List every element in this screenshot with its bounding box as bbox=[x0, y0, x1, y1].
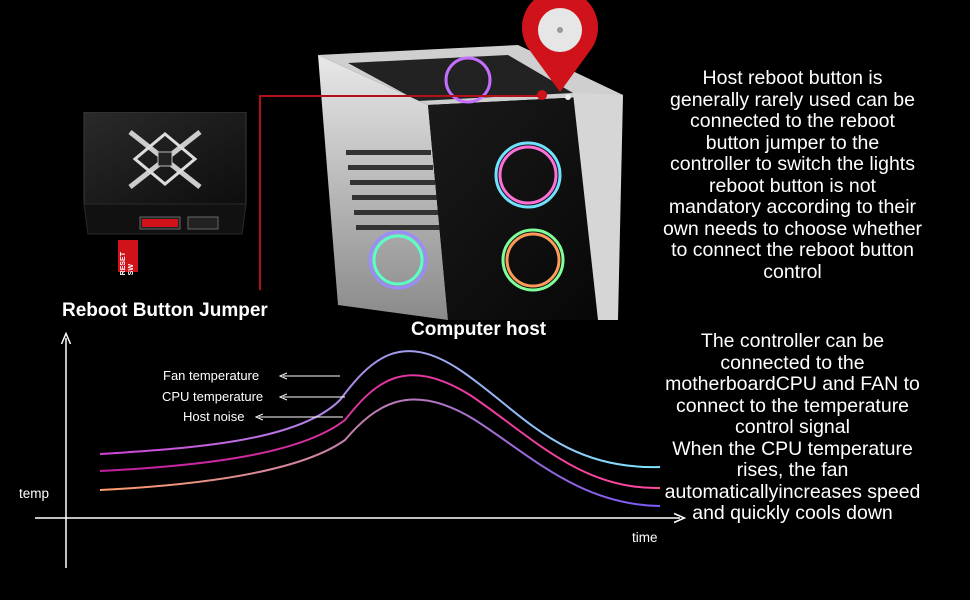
temp-caption-line: The controller can be bbox=[700, 330, 885, 352]
reboot-caption-line: button jumper to the bbox=[705, 131, 880, 154]
reboot-caption-line: mandatory according to their bbox=[668, 196, 917, 218]
location-pin-icon bbox=[510, 0, 610, 92]
temp-caption-line: connect to the temperature bbox=[675, 394, 910, 417]
temp-caption-line: control signal bbox=[735, 416, 850, 438]
legend-host-noise: Host noise bbox=[183, 409, 245, 424]
reboot-caption-line: generally rarely used can be bbox=[670, 88, 915, 111]
reboot-caption: Host reboot button is generally rarely u… bbox=[630, 67, 955, 283]
reboot-caption-line: Host reboot button is bbox=[702, 67, 883, 89]
legend-fan-temperature: Fan temperature bbox=[163, 368, 260, 383]
reboot-caption-line: controller to switch the lights bbox=[670, 153, 915, 175]
temp-caption-line: rises, the fan bbox=[736, 459, 849, 481]
series-line-cpu bbox=[99, 374, 661, 490]
reboot-caption-line: control bbox=[763, 260, 822, 283]
temperature-caption: The controller can be connected to the m… bbox=[630, 330, 955, 525]
reboot-caption-line: own needs to choose whether bbox=[662, 217, 923, 240]
legend-cpu-temperature: CPU temperature bbox=[162, 389, 264, 404]
temp-caption-line: When the CPU temperature bbox=[672, 437, 913, 460]
controller-device: RESET SW bbox=[70, 111, 260, 275]
x-axis-label: time bbox=[632, 530, 658, 545]
reboot-caption-line: to connect the reboot button bbox=[671, 239, 914, 261]
temp-caption-line: automaticallyincreases speed bbox=[664, 480, 921, 503]
controller-illustration bbox=[83, 111, 247, 272]
reboot-caption-line: connected to the reboot bbox=[690, 110, 895, 132]
temp-caption-line: and quickly cools down bbox=[692, 502, 893, 524]
series-line-fan bbox=[99, 350, 661, 469]
reboot-caption-line: reboot button is not bbox=[709, 174, 876, 197]
temp-caption-line: motherboardCPU and FAN to bbox=[665, 373, 920, 395]
reboot-jumper-label: Reboot Button Jumper bbox=[62, 300, 268, 321]
y-axis-label: temp bbox=[19, 486, 50, 501]
computer-host-label: Computer host bbox=[411, 319, 547, 340]
series-line-noise bbox=[99, 398, 661, 507]
temperature-chart bbox=[35, 330, 700, 568]
temp-caption-line: connected to the bbox=[720, 351, 865, 374]
